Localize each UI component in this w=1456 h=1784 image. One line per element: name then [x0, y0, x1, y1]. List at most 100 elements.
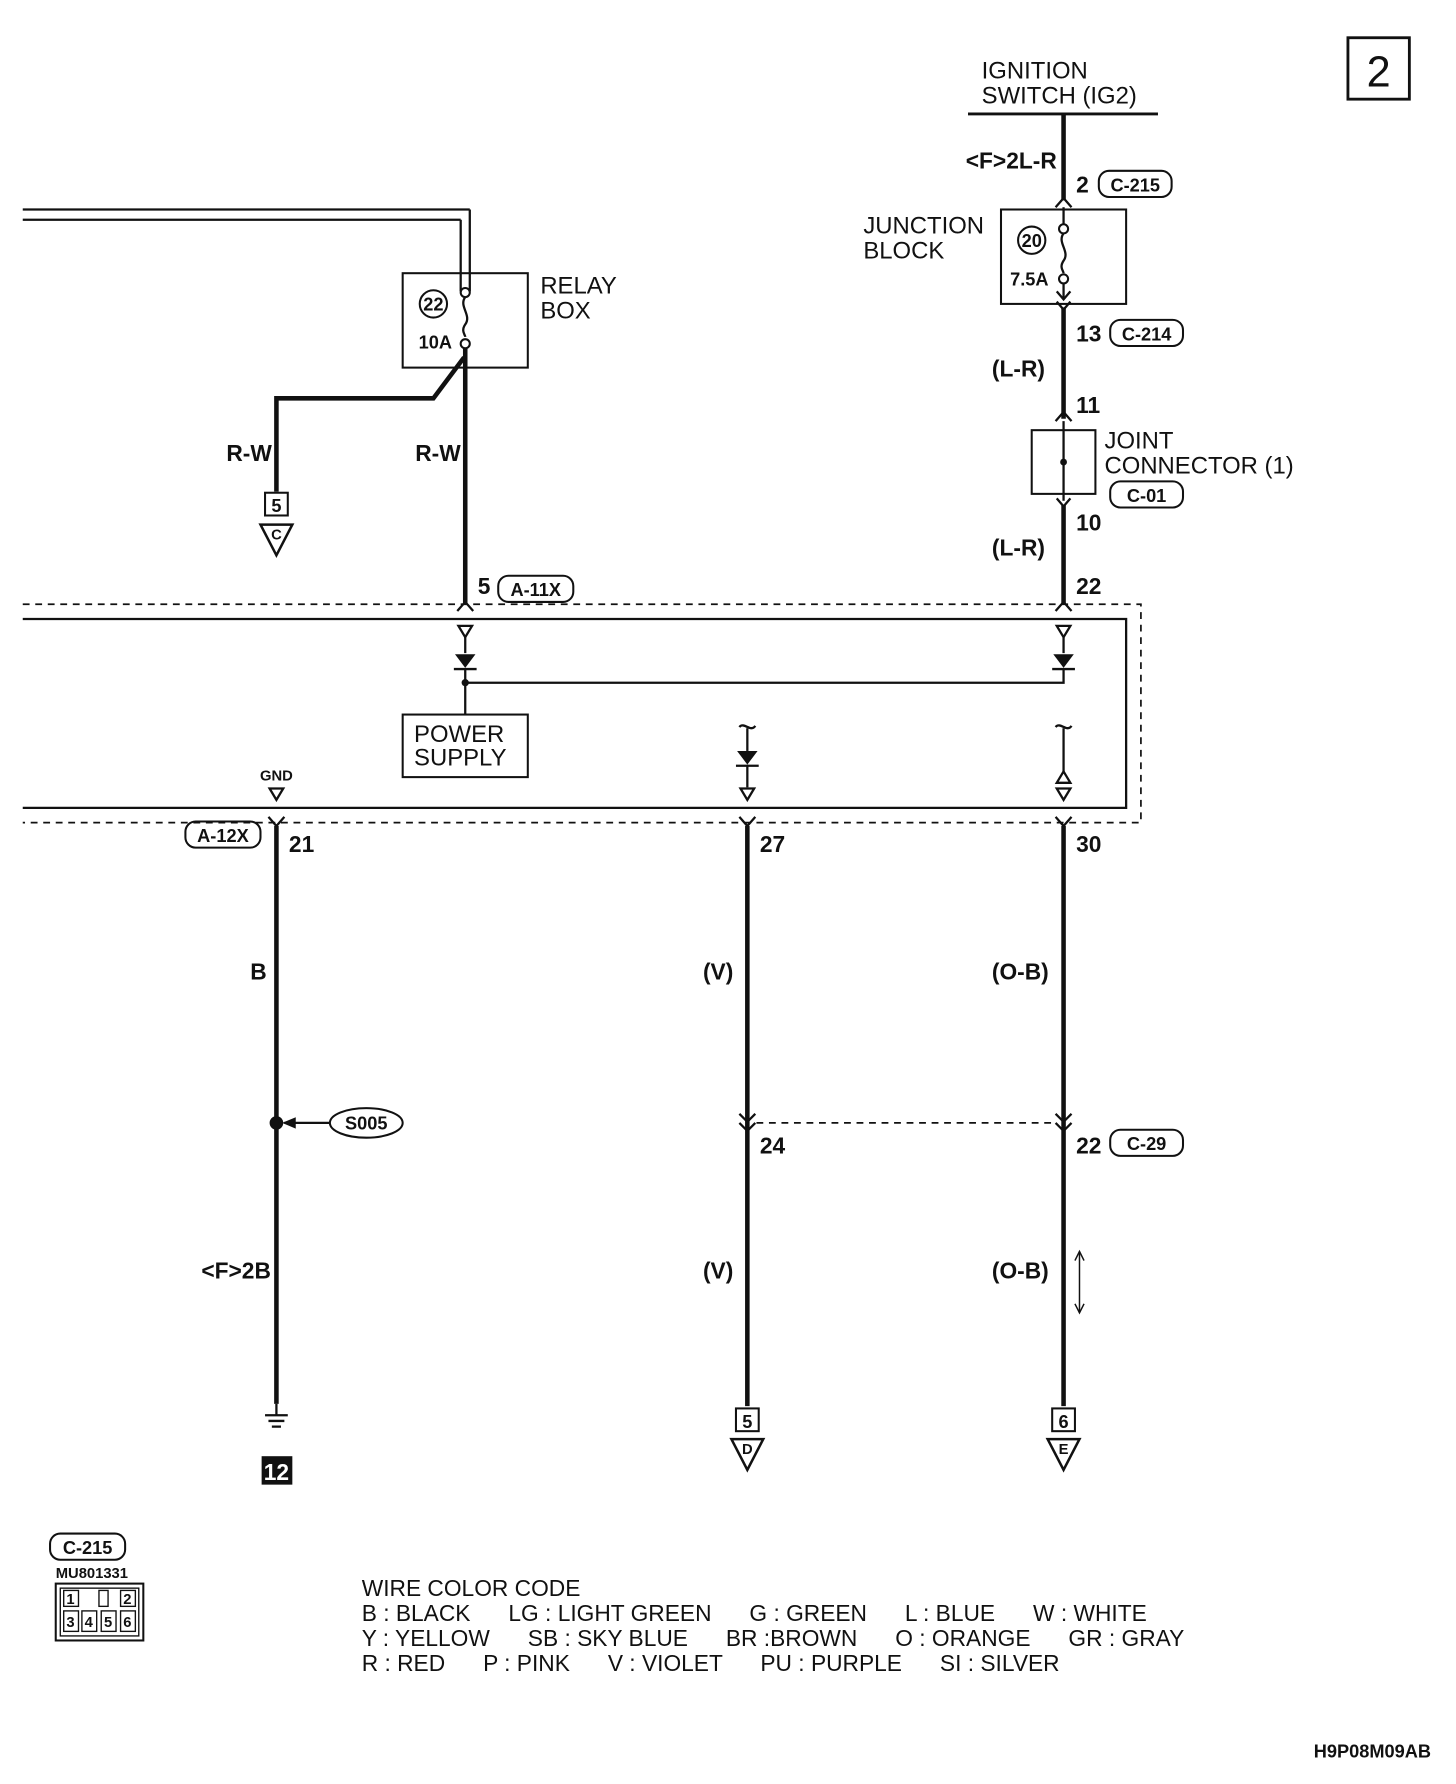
pin-22-c29: 22 — [1076, 1133, 1101, 1159]
joint-connector-node — [1060, 458, 1067, 466]
fuse-element — [1060, 232, 1067, 274]
fuse-number-20: 20 — [1022, 231, 1042, 251]
pin-5-a11x: 5 — [478, 573, 491, 599]
splice-pointer-arrow — [282, 1117, 296, 1129]
ecu-dashed-outline — [22, 603, 1142, 824]
connector-mark — [456, 600, 475, 612]
bidirectional-arrow-head — [1074, 1249, 1085, 1315]
off-page-d-arrow — [729, 1437, 766, 1473]
connector-cavity — [100, 1610, 117, 1633]
signal-symbol — [1054, 724, 1073, 730]
off-page-d-letter: D — [742, 1442, 753, 1458]
connector-pin-1: 1 — [66, 1592, 74, 1608]
off-page-c-letter: C — [271, 527, 282, 543]
fuse-rating-10a: 10A — [419, 332, 452, 352]
fuse-element — [462, 296, 469, 338]
pin-22-a11x: 22 — [1076, 573, 1101, 599]
pin-21: 21 — [289, 831, 315, 857]
pin-30: 30 — [1076, 831, 1101, 857]
ecu-gnd-mark — [267, 787, 286, 803]
connector-pin-6: 6 — [123, 1615, 131, 1631]
off-page-d-box — [734, 1407, 760, 1433]
wire-label-f2lr: <F>2L-R — [966, 148, 1057, 174]
ground-point-box — [261, 1456, 293, 1485]
ecu-output-mark — [738, 787, 757, 803]
legend-connector-part: MU801331 — [56, 1566, 128, 1582]
splice-s005-node — [269, 1116, 284, 1130]
fuse-number-circle-20 — [1017, 225, 1047, 255]
wire-label-rw-left: R-W — [226, 440, 272, 466]
fuse-number-22: 22 — [423, 295, 443, 315]
wire-label-f2b: <F>2B — [201, 1258, 271, 1284]
wire-color-code-row-2: Y : YELLOW SB : SKY BLUE BR :BROWN O : O… — [362, 1625, 1185, 1651]
connector-pin-4: 4 — [85, 1615, 94, 1631]
connector-c214: C-214 — [1122, 324, 1172, 344]
power-supply-label-1: POWER — [414, 721, 504, 748]
connector-mark — [1054, 196, 1073, 208]
ecu-input-mark — [1054, 624, 1073, 640]
connector-tag-c215 — [1097, 169, 1173, 199]
connector-c01: C-01 — [1127, 486, 1166, 506]
ecu-internal-bus — [464, 669, 1065, 684]
connector-cavity — [119, 1610, 137, 1633]
ecu-io-mark — [1054, 769, 1073, 784]
pin-2: 2 — [1076, 171, 1089, 197]
connector-mark — [267, 816, 286, 828]
ecu-gnd-label: GND — [260, 769, 293, 785]
connector-tag-c01 — [1109, 480, 1185, 509]
connector-cavity — [119, 1589, 137, 1608]
connector-tag-a11x — [497, 574, 575, 603]
legend-connector-name: C-215 — [63, 1538, 113, 1558]
pin-13: 13 — [1076, 320, 1101, 346]
figure-code: H9P08M09AB — [1314, 1742, 1431, 1762]
connector-cavity — [63, 1610, 80, 1633]
pin-27: 27 — [760, 831, 785, 857]
wire-color-code-row-3: R : RED P : PINK V : VIOLET PU : PURPLE … — [362, 1650, 1060, 1676]
connector-mark — [1054, 816, 1073, 828]
legend-connector-inner — [59, 1587, 140, 1637]
fuse-number-circle-22 — [418, 289, 449, 319]
pin-10: 10 — [1076, 509, 1101, 535]
diode — [737, 750, 758, 765]
fuse-terminal — [459, 338, 471, 350]
wire-label-rw-right: R-W — [415, 440, 461, 466]
joint-connector-label-2: CONNECTOR (1) — [1105, 452, 1294, 479]
off-page-c-arrow — [258, 523, 295, 559]
joint-connector-label-1: JOINT — [1105, 427, 1174, 454]
wire-rw-left — [274, 356, 466, 492]
connector-mark — [1054, 1113, 1073, 1133]
junction-block-label-2: BLOCK — [863, 237, 944, 264]
wire-color-code-title: WIRE COLOR CODE — [362, 1575, 581, 1601]
connector-cavity — [81, 1610, 98, 1633]
page-number-box — [1346, 36, 1411, 101]
connector-c215: C-215 — [1110, 175, 1160, 195]
ecu-solid-outline — [22, 617, 1128, 809]
legend-connector-outer — [54, 1582, 145, 1642]
connector-mark — [1054, 600, 1073, 612]
connector-tag-a12x — [184, 820, 262, 849]
off-page-e-box — [1051, 1407, 1076, 1433]
ignition-label-2: SWITCH (IG2) — [982, 83, 1137, 110]
connector-pin-3: 3 — [66, 1615, 74, 1631]
legend-connector-tag — [49, 1532, 127, 1561]
relay-box-label-1: RELAY — [540, 273, 617, 300]
wire-label-b: B — [250, 959, 266, 985]
relay-box-label-2: BOX — [540, 298, 590, 325]
fuse-terminal — [459, 286, 471, 299]
connector-mark — [1054, 410, 1073, 422]
connector-pin-2: 2 — [123, 1592, 131, 1608]
off-page-e-number: 6 — [1058, 1412, 1068, 1432]
wire-label-v-lower: (V) — [703, 1258, 733, 1284]
connector-a12x: A-12X — [197, 826, 249, 846]
junction-block-label-1: JUNCTION — [863, 212, 984, 239]
connector-a11x: A-11X — [510, 580, 561, 600]
wire-label-ob-lower: (O-B) — [992, 1258, 1049, 1284]
connector-c29: C-29 — [1127, 1134, 1166, 1154]
splice-tag-s005 — [328, 1107, 404, 1139]
ground-point-number: 12 — [264, 1459, 289, 1485]
connector-tag-c29 — [1109, 1128, 1185, 1157]
power-supply-label-2: SUPPLY — [414, 745, 507, 772]
ecu-output-mark — [1054, 787, 1073, 803]
page-number: 2 — [1367, 49, 1391, 97]
